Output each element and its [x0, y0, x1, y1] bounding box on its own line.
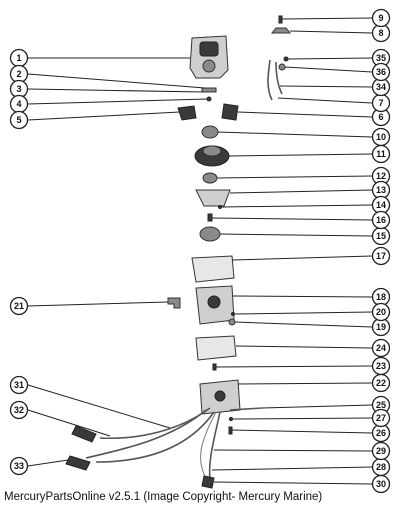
- callout-label: 4: [16, 99, 21, 109]
- callout-label: 10: [376, 132, 386, 142]
- callout-20[interactable]: 20: [371, 302, 391, 322]
- callout-4[interactable]: 4: [9, 94, 29, 114]
- callout-27[interactable]: 27: [371, 408, 391, 428]
- callout-label: 27: [376, 413, 386, 423]
- callout-32[interactable]: 32: [9, 400, 29, 420]
- callout-30[interactable]: 30: [371, 474, 391, 494]
- callout-label: 2: [16, 69, 21, 79]
- callout-label: 7: [378, 98, 383, 108]
- callout-16[interactable]: 16: [371, 210, 391, 230]
- callout-label: 1: [16, 53, 21, 63]
- callout-23[interactable]: 23: [371, 356, 391, 376]
- callout-label: 26: [376, 428, 386, 438]
- callout-5[interactable]: 5: [9, 110, 29, 130]
- callout-label: 16: [376, 215, 386, 225]
- callout-10[interactable]: 10: [371, 127, 391, 147]
- distributor-cap-drawing: [189, 35, 229, 79]
- callout-label: 25: [376, 400, 386, 410]
- callout-label: 22: [376, 378, 386, 388]
- callout-label: 14: [376, 200, 386, 210]
- callout-24[interactable]: 24: [371, 338, 391, 358]
- callout-label: 35: [376, 53, 386, 63]
- callout-22[interactable]: 22: [371, 373, 391, 393]
- callout-label: 8: [378, 28, 383, 38]
- callout-label: 17: [376, 251, 386, 261]
- callout-28[interactable]: 28: [371, 457, 391, 477]
- callout-label: 19: [376, 322, 386, 332]
- callout-label: 11: [376, 149, 386, 159]
- callout-label: 21: [14, 301, 24, 311]
- callout-17[interactable]: 17: [371, 246, 391, 266]
- part-drawings: [65, 15, 292, 489]
- callout-7[interactable]: 7: [371, 93, 391, 113]
- callout-label: 31: [14, 380, 24, 390]
- callout-36[interactable]: 36: [371, 62, 391, 82]
- callout-21[interactable]: 21: [9, 296, 29, 316]
- callout-label: 34: [376, 82, 386, 92]
- callout-1[interactable]: 1: [9, 48, 29, 68]
- callout-label: 30: [376, 479, 386, 489]
- callout-15[interactable]: 15: [371, 226, 391, 246]
- callout-31[interactable]: 31: [9, 375, 29, 395]
- callout-label: 36: [376, 67, 386, 77]
- callout-label: 13: [376, 185, 386, 195]
- callout-label: 24: [376, 343, 386, 353]
- callout-label: 5: [16, 115, 21, 125]
- leader-lines: [27, 17, 373, 485]
- callout-33[interactable]: 33: [9, 456, 29, 476]
- callout-label: 28: [376, 462, 386, 472]
- callout-label: 15: [376, 231, 386, 241]
- callout-9[interactable]: 9: [371, 8, 391, 28]
- callout-label: 18: [376, 292, 386, 302]
- callout-label: 29: [376, 446, 386, 456]
- callout-label: 12: [376, 171, 386, 181]
- callout-label: 20: [376, 307, 386, 317]
- callout-11[interactable]: 11: [371, 144, 391, 164]
- callout-29[interactable]: 29: [371, 441, 391, 461]
- callout-label: 6: [378, 112, 383, 122]
- copyright-caption: MercuryPartsOnline v2.5.1 (Image Copyrig…: [4, 491, 323, 503]
- callout-label: 3: [16, 84, 21, 94]
- callout-label: 32: [14, 405, 24, 415]
- callout-label: 33: [14, 461, 24, 471]
- callout-label: 23: [376, 361, 386, 371]
- callout-label: 9: [378, 13, 383, 23]
